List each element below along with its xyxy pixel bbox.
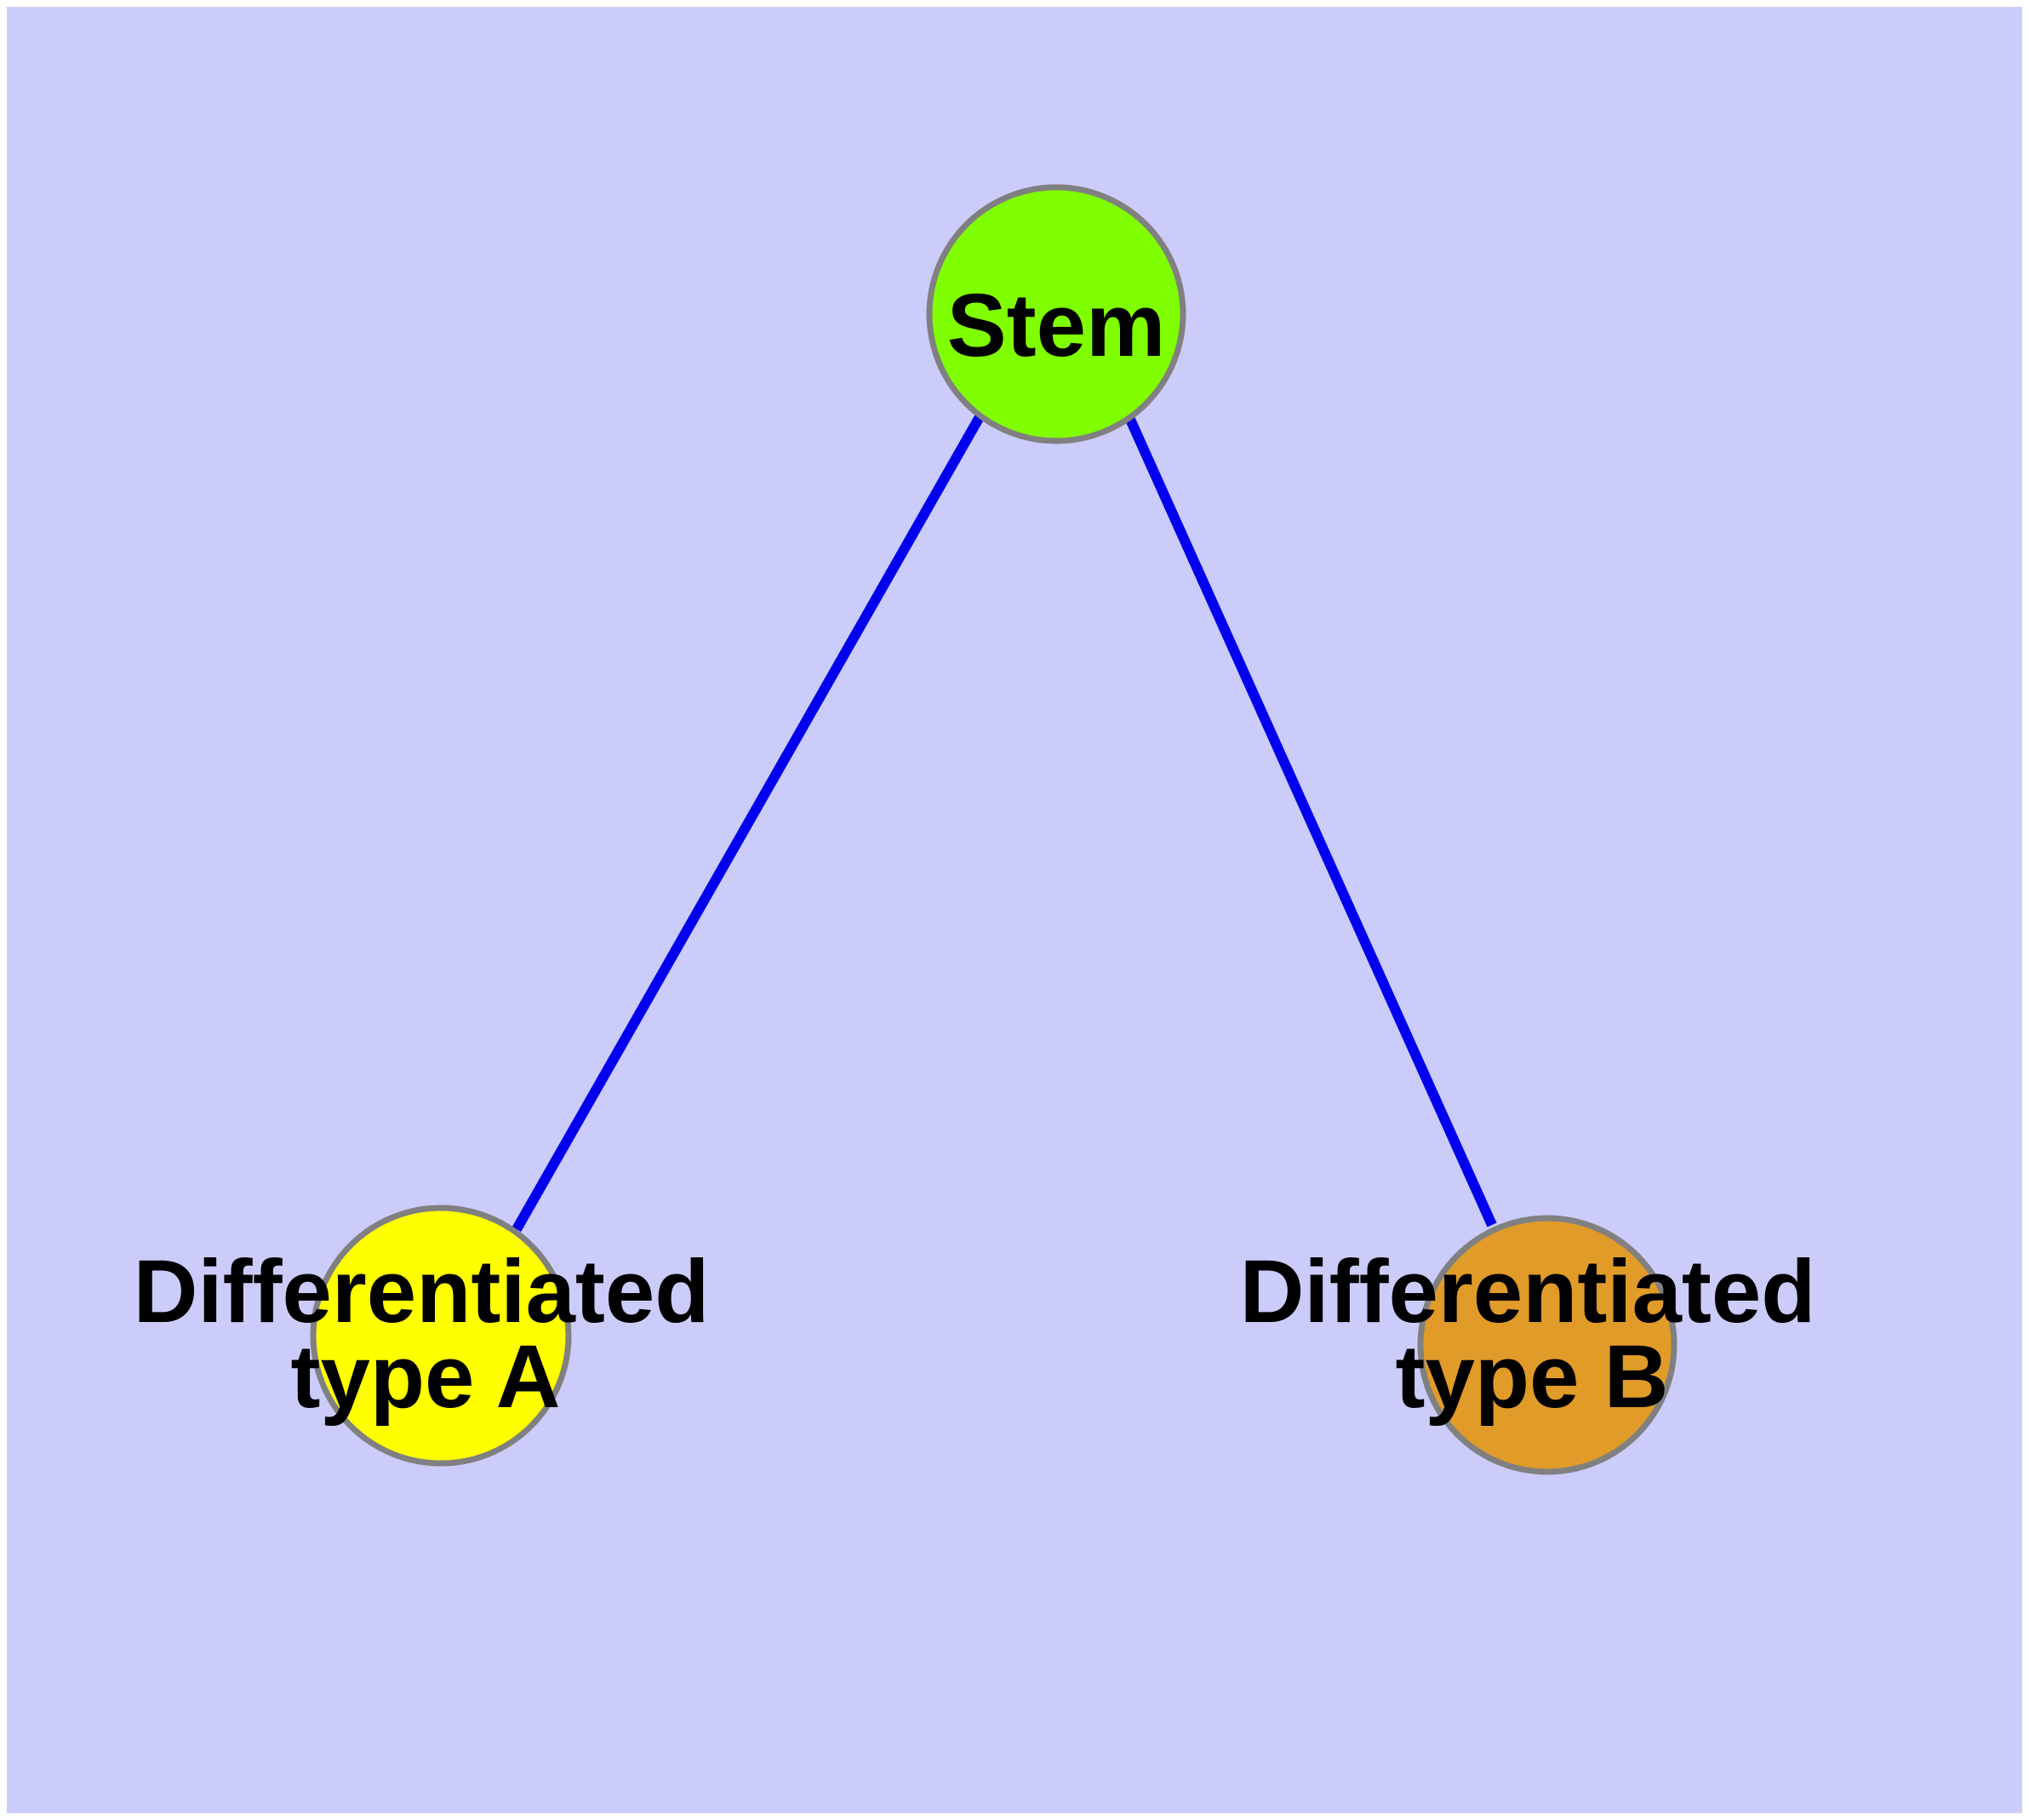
edge-stem-to-differentiated-type-b[interactable] [1123, 411, 1497, 1228]
node-stem-circle[interactable] [926, 184, 1186, 444]
node-differentiated-type-a-circle[interactable] [310, 1205, 572, 1467]
edges-layer [512, 411, 1497, 1232]
node-differentiated-type-a-label-line2: type A [291, 1327, 561, 1427]
node-differentiated-type-b-label-line1: Differentiated [1240, 1242, 1816, 1342]
edge-stem-to-differentiated-type-a[interactable] [512, 413, 986, 1232]
node-stem[interactable] [926, 184, 1186, 444]
node-stem-label: Stem [947, 276, 1166, 375]
node-differentiated-type-b[interactable] [1417, 1215, 1677, 1475]
nodes-layer [310, 184, 1677, 1475]
node-differentiated-type-a[interactable] [310, 1205, 572, 1467]
node-differentiated-type-b-circle[interactable] [1417, 1215, 1677, 1475]
node-differentiated-type-a-label-line1: Differentiated [134, 1242, 710, 1342]
node-differentiated-type-b-label-line2: type B [1396, 1327, 1669, 1427]
labels-layer: Stem Differentiated type A Differentiate… [134, 276, 1816, 1427]
